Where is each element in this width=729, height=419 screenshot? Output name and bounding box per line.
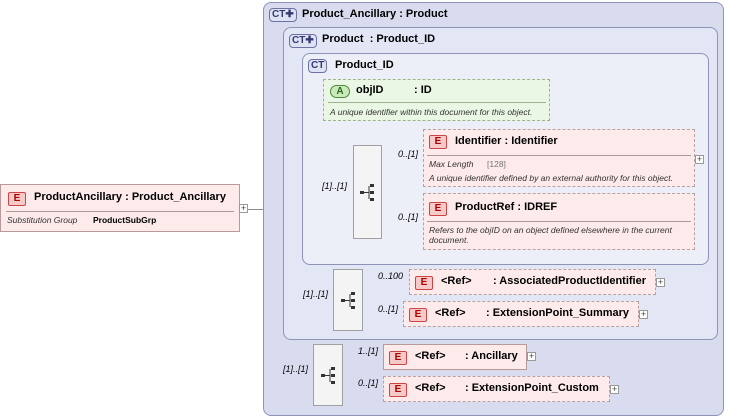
attribute-badge: A [330,85,350,98]
expand-icon[interactable]: + [656,277,665,287]
expand-icon[interactable]: + [527,351,536,361]
attribute-objid-box[interactable]: A objID : ID A unique identifier within … [323,79,550,121]
facet-value: [128] [487,159,506,169]
expand-icon[interactable]: + [695,154,704,164]
cardinality: [1]..[1] [322,181,348,191]
expand-icon[interactable]: + [610,384,619,394]
element-name-text: Identifier [455,135,502,147]
element-badge: E [389,351,407,365]
element-badge: E [429,135,447,149]
element-description: A unique identifier defined by an extern… [429,173,673,183]
divider [6,211,234,212]
element-badge: E [409,308,427,322]
sequence-compositor-3[interactable] [313,344,343,406]
sequence-compositor-1[interactable] [353,145,382,239]
element-badge: E [389,383,407,397]
cardinality: 0..[1] [398,149,419,159]
plus-badge-icon: CT✚ [269,8,297,22]
element-badge: E [8,192,26,206]
cardinality: 0..100 [378,271,404,281]
element-type: : Product_Ancillary [125,191,226,203]
cardinality: 0..[1] [378,304,399,314]
divider [427,221,691,222]
root-element-box[interactable]: E ProductAncillary : Product_Ancillary S… [0,184,240,232]
element-name: ProductAncillary [34,191,123,203]
ref-label: <Ref> [441,275,472,287]
element-name: Identifier : Identifier [455,135,558,147]
ref-label: <Ref> [415,350,446,362]
attribute-type: : ID [414,84,432,96]
element-badge: E [415,276,433,290]
connector-line [248,209,264,210]
ref-extensionpoint-custom[interactable]: E <Ref> : ExtensionPoint_Custom [383,376,610,402]
ref-label: <Ref> [415,382,446,394]
element-badge: E [429,202,447,216]
divider [328,102,546,103]
attribute-description: A unique identifier within this document… [330,107,533,117]
cardinality: 0..[1] [398,212,419,222]
ct-base: : Product_ID [369,33,436,45]
sequence-icon [321,367,335,384]
expand-icon[interactable]: + [639,309,648,319]
ct-outer-title: Product_Ancillary : Product [302,8,447,20]
sequence-icon [360,184,374,201]
cardinality: [1]..[1] [283,364,309,374]
ref-name: : AssociatedProductIdentifier [493,275,647,287]
ref-name: : ExtensionPoint_Custom [465,382,599,394]
element-name: ProductRef : IDREF [455,201,557,213]
ct-name: Product [322,33,364,45]
substitution-group-value: ProductSubGrp [93,215,157,225]
ref-name: : Ancillary [465,350,518,362]
ref-extensionpoint-summary[interactable]: E <Ref> : ExtensionPoint_Summary [403,301,639,327]
sequence-compositor-2[interactable] [333,269,363,331]
divider [427,155,691,156]
ref-associated-product-identifier[interactable]: E <Ref> : AssociatedProductIdentifier [409,269,656,295]
ct-badge-label: CT [292,35,306,46]
attribute-name: objID [356,84,384,96]
element-name-text: ProductRef [455,201,515,213]
ct-mid-title: Product : Product_ID [322,33,435,45]
element-description: Refers to the objID on an object defined… [429,225,672,245]
cardinality: 0..[1] [358,378,379,388]
sequence-icon [341,292,355,309]
expand-icon[interactable]: + [239,203,248,213]
ct-badge-label: CT [311,60,325,71]
ct-name: Product_Ancillary [302,8,397,20]
ct-badge: CT [308,59,328,73]
facet-label: Max Length [429,159,474,169]
root-element-name: ProductAncillary : Product_Ancillary [34,191,226,203]
plus-badge-icon: CT✚ [289,34,317,48]
element-type: : IDREF [517,201,558,213]
ref-label: <Ref> [435,307,466,319]
substitution-group-label: Substitution Group [7,215,78,225]
element-productref-box[interactable]: E ProductRef : IDREF Refers to the objID… [423,193,695,250]
ref-name: : ExtensionPoint_Summary [486,307,630,319]
element-type: : Identifier [504,135,558,147]
ref-ancillary[interactable]: E <Ref> : Ancillary [383,344,527,370]
element-identifier-box[interactable]: E Identifier : Identifier Max Length [12… [423,129,695,187]
ct-inner-title: Product_ID [335,59,394,71]
ct-badge-label: CT [272,9,286,20]
ct-base: : Product [399,8,448,20]
cardinality: [1]..[1] [303,289,329,299]
cardinality: 1..[1] [358,346,379,356]
